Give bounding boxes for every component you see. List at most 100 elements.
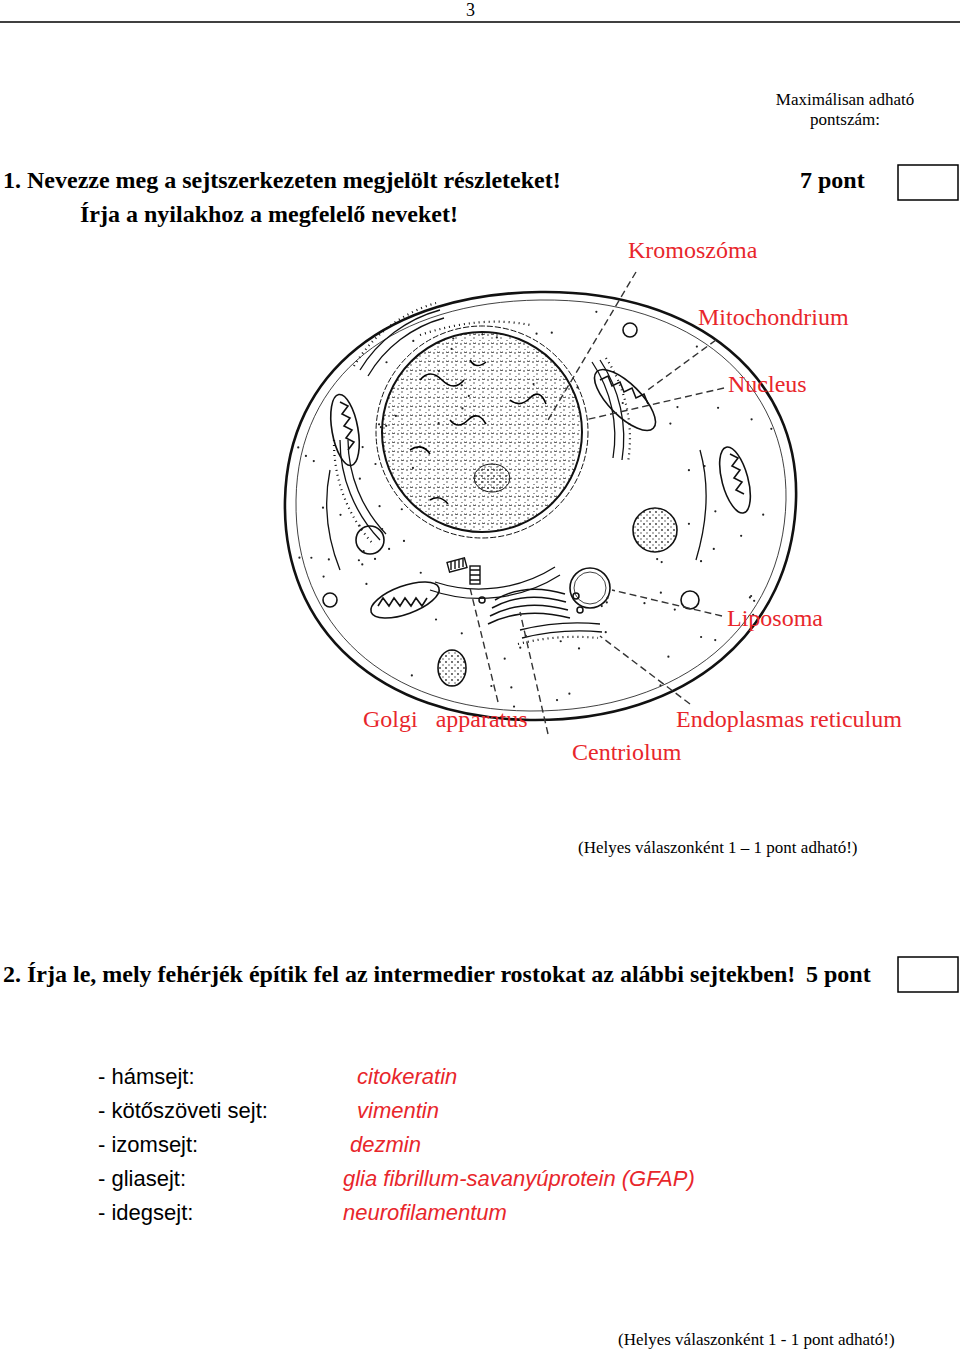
speck xyxy=(667,656,669,658)
speck xyxy=(310,557,312,559)
speck xyxy=(374,558,376,560)
speck xyxy=(660,592,662,594)
nuclear-envelope xyxy=(376,326,588,538)
part-name: Mitochondrium xyxy=(698,303,849,332)
speck xyxy=(374,463,376,465)
part-name: Kromoszóma xyxy=(628,236,757,265)
speck xyxy=(461,632,463,634)
speck xyxy=(606,597,608,599)
speck xyxy=(378,505,380,507)
speck xyxy=(361,563,363,565)
page-number: 3 xyxy=(466,0,475,22)
speck xyxy=(714,639,716,641)
answer: dezmin xyxy=(350,1132,421,1158)
speck xyxy=(703,465,705,467)
endoplasmic-reticulum xyxy=(327,310,706,638)
score-box xyxy=(898,957,958,992)
speck xyxy=(385,425,387,427)
speck xyxy=(412,467,414,469)
speck xyxy=(450,348,452,350)
speck xyxy=(461,407,463,409)
nucleus xyxy=(382,332,582,532)
header-rule xyxy=(0,21,960,23)
golgi-apparatus xyxy=(479,589,583,624)
speck xyxy=(560,640,562,642)
speck xyxy=(297,446,299,448)
centriole xyxy=(447,558,480,584)
speck xyxy=(576,386,578,388)
part-name: Endoplasmas reticulum xyxy=(676,705,902,734)
leader-line xyxy=(470,272,724,734)
mitochondrion xyxy=(326,360,756,625)
speck xyxy=(700,560,702,562)
speck xyxy=(328,558,330,560)
speck xyxy=(359,478,361,480)
speck xyxy=(435,618,437,620)
speck xyxy=(753,600,755,602)
speck xyxy=(750,595,752,597)
speck xyxy=(659,684,661,686)
answer: glia fibrillum-savanyúprotein (GFAP) xyxy=(343,1166,695,1192)
speck xyxy=(688,523,690,525)
speck xyxy=(751,418,753,420)
speck xyxy=(568,693,570,695)
answer: vimentin xyxy=(357,1098,439,1124)
speck xyxy=(420,572,422,574)
cell-type: - gliasejt: xyxy=(98,1166,186,1192)
speck xyxy=(438,422,440,424)
speck xyxy=(606,601,608,603)
speck xyxy=(412,340,414,342)
cytoplasm-specks xyxy=(297,311,772,708)
speck xyxy=(595,311,597,313)
speck xyxy=(438,370,440,372)
points: 5 pont xyxy=(806,960,871,989)
speck xyxy=(380,426,382,428)
score-heading: Maximálisan adható pontszám: xyxy=(745,90,945,131)
answer: neurofilamentum xyxy=(343,1200,507,1226)
speck xyxy=(378,423,380,425)
speck xyxy=(395,415,397,417)
speck xyxy=(688,469,690,471)
speck xyxy=(496,336,498,338)
speck xyxy=(461,384,463,386)
speck xyxy=(468,395,470,397)
ribosomes xyxy=(334,303,630,644)
speck xyxy=(305,455,307,457)
speck xyxy=(322,576,324,578)
speck xyxy=(401,508,403,510)
question-text: 1. Nevezze meg a sejtszerkezeten megjelö… xyxy=(3,166,561,195)
speck xyxy=(362,446,364,448)
speck xyxy=(714,510,716,512)
speck xyxy=(481,333,483,335)
speck xyxy=(411,674,413,676)
points: 7 pont xyxy=(800,166,865,195)
cell-type: - idegsejt: xyxy=(98,1200,193,1226)
answer: citokeratin xyxy=(357,1064,457,1090)
speck xyxy=(601,605,603,607)
question-text: 2. Írja le, mely fehérjék építik fel az … xyxy=(3,960,800,989)
scoring-note: (Helyes válaszonként 1 - 1 pont adható!) xyxy=(618,1330,895,1350)
speck xyxy=(661,561,663,563)
speck xyxy=(313,460,315,462)
speck xyxy=(510,686,512,688)
part-name: Centriolum xyxy=(572,738,681,767)
speck xyxy=(696,345,698,347)
vesicle xyxy=(323,323,699,686)
speck xyxy=(713,548,715,550)
cell-type: - kötőszöveti sejt: xyxy=(98,1098,268,1124)
part-name: Nucleus xyxy=(728,370,807,399)
question-text: Írja a nyilakhoz a megfelelő neveket! xyxy=(80,200,458,229)
speck xyxy=(365,583,367,585)
speck xyxy=(298,557,300,559)
speck xyxy=(388,548,390,550)
part-name: Liposoma xyxy=(727,604,823,633)
speck xyxy=(490,685,492,687)
speck xyxy=(656,558,658,560)
speck xyxy=(717,407,719,409)
speck xyxy=(700,636,702,638)
cell-type: - izomsejt: xyxy=(98,1132,198,1158)
speck xyxy=(358,524,360,526)
cell-membrane xyxy=(285,292,796,720)
speck xyxy=(578,647,580,649)
speck xyxy=(519,647,521,649)
